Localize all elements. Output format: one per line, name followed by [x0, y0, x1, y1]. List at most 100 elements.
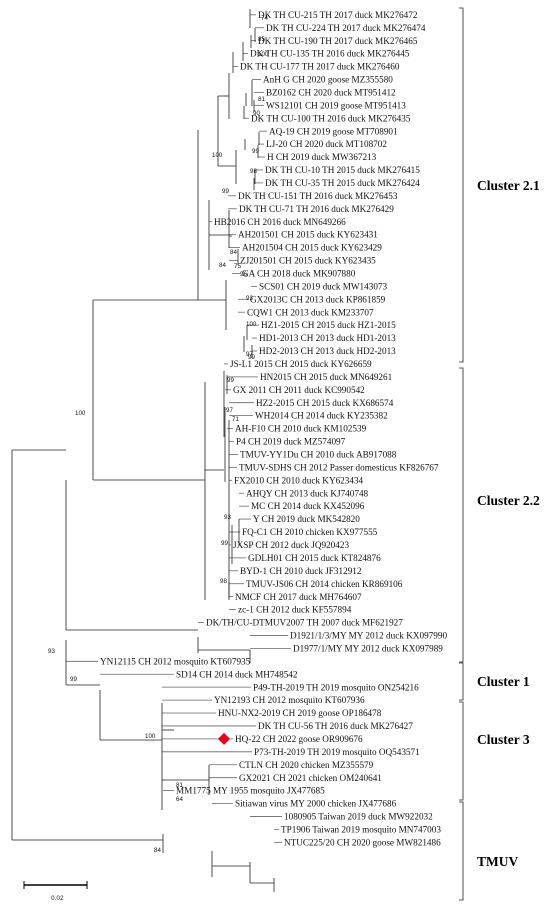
leaf-label: AH-F10 CH 2010 duck KM102539 — [235, 424, 367, 434]
leaf-label: HZ1-2015 CH 2015 duck HZ1-2015 — [261, 320, 396, 330]
leaf-label: DK TH CU-71 TH 2016 duck MK276429 — [239, 204, 394, 214]
leaf-label: zc-1 CH 2012 duck KF557894 — [238, 605, 352, 615]
leaf-label: SCS01 CH 2019 duck MW143073 — [259, 281, 388, 291]
leaf-label: DK TH CU-135 TH 2016 duck MK276445 — [250, 49, 410, 59]
leaf-label: HZ2-2015 CH 2015 duck KX686574 — [256, 398, 394, 408]
cluster-label: Cluster 3 — [477, 732, 530, 747]
leaf-label: MC CH 2014 duck KX452096 — [251, 501, 365, 511]
cluster-bracket — [459, 7, 464, 363]
leaf-label: TMUV-YY1Du CH 2010 duck AB917088 — [240, 450, 397, 460]
leaf-label: ZJ201501 CH 2015 duck KY623435 — [240, 256, 376, 266]
leaf-label: TP1906 Taiwan 2019 mosquito MN747003 — [281, 824, 441, 834]
leaf-label: D1921/1/3/MY MY 2012 duck KX097990 — [290, 631, 447, 641]
cluster-bracket — [459, 367, 464, 663]
cluster-label: Cluster 2.1 — [477, 178, 540, 193]
highlight-diamond-icon — [218, 732, 230, 745]
leaf-label: P4 CH 2019 duck MZ574097 — [236, 437, 346, 447]
leaf-label: LJ-20 CH 2020 duck MT108702 — [266, 139, 387, 149]
leaf-label: TMUV-SDHS CH 2012 Passer domesticus KF82… — [239, 462, 439, 472]
leaf-label: AnH G CH 2020 goose MZ355580 — [263, 75, 393, 85]
leaf-label: DK TH CU-151 TH 2016 duck MK276453 — [238, 191, 398, 201]
leaf-label: YN12115 CH 2012 mosquito KT607935 — [100, 656, 251, 666]
leaf-label: AQ-19 CH 2019 goose MT708901 — [269, 126, 398, 136]
leaf-label: DK TH CU-190 TH 2017 duck MK276465 — [258, 36, 418, 46]
leaf-label: GA CH 2018 duck MK907880 — [242, 269, 356, 279]
leaf-label: BZ0162 CH 2020 duck MT951412 — [266, 87, 396, 97]
bootstrap-value: 93 — [224, 514, 231, 521]
bootstrap-value: 64 — [176, 796, 183, 803]
leaf-label: HN2015 CH 2015 duck MN649261 — [260, 372, 393, 382]
bootstrap-value: 100 — [246, 321, 257, 328]
leaf-label: TMUV-JS06 CH 2014 chicken KR869106 — [246, 579, 403, 589]
bootstrap-value: 100 — [212, 152, 223, 159]
leaf-label: AHQY CH 2013 duck KJ740748 — [246, 488, 369, 498]
leaf-label: DK TH CU-100 TH 2016 duck MK276435 — [251, 113, 411, 123]
bootstrap-value: 99 — [222, 188, 229, 195]
bootstrap-value: 100 — [145, 733, 156, 740]
leaf-label: BYD-1 CH 2010 duck JF312912 — [240, 566, 362, 576]
bootstrap-value: 99 — [252, 148, 259, 155]
leaf-label: MM1775 MY 1955 mosquito JX477685 — [176, 786, 325, 796]
leaf-label: GX2013C CH 2013 duck KP861859 — [250, 294, 386, 304]
cluster-bracket — [459, 662, 464, 701]
leaf-label: DK/TH/CU-DTMUV2007 TH 2007 duck MF621927 — [206, 618, 403, 628]
scale-bar-label: 0.02 — [51, 895, 64, 902]
bootstrap-value: 84 — [230, 249, 237, 256]
leaf-label: WH2014 CH 2014 duck KY235382 — [255, 411, 388, 421]
cluster-bracket — [459, 801, 464, 901]
leaf-label: CTLN CH 2020 chicken MZ355579 — [239, 760, 374, 770]
leaf-label: 1080905 Taiwan 2019 duck MW922032 — [284, 812, 433, 822]
bootstrap-value: 97 — [226, 407, 233, 414]
leaf-label: YN12193 CH 2012 mosquito KT607936 — [214, 695, 365, 705]
leaf-label: GX2021 CH 2021 chicken OM240641 — [239, 773, 382, 783]
leaf-label: FQ-C1 CH 2010 chicken KX977555 — [242, 527, 378, 537]
cluster-label: Cluster 2.2 — [477, 493, 540, 508]
cluster-label: Cluster 1 — [477, 674, 530, 689]
leaf-label: DK TH CU-224 TH 2017 duck MK276474 — [266, 23, 426, 33]
leaf-label: H CH 2019 duck MW367213 — [267, 152, 377, 162]
bootstrap-value: 75 — [234, 263, 241, 270]
bootstrap-value: 96 — [240, 271, 247, 278]
bootstrap-value: 97 — [246, 351, 253, 358]
leaf-label: HNU-NX2-2019 CH 2019 goose OP186478 — [218, 708, 382, 718]
bootstrap-value: 99 — [248, 354, 255, 361]
bootstrap-value: 74 — [261, 15, 268, 22]
bootstrap-value: 98 — [250, 168, 257, 175]
bootstrap-value: 100 — [258, 51, 269, 58]
leaf-label: GX 2011 CH 2011 duck KC990542 — [233, 385, 365, 395]
leaf-label: WS12101 CH 2019 goose MT951413 — [266, 100, 406, 110]
leaf-label: P49-TH-2019 TH 2019 mosquito ON254216 — [253, 682, 419, 692]
leaf-label: DK TH CU-35 TH 2015 duck MK276424 — [265, 178, 420, 188]
bootstrap-value: 93 — [246, 295, 253, 302]
leaf-label: FX2010 CH 2010 duck KY623434 — [234, 475, 364, 485]
leaf-label: DK TH CU-215 TH 2017 duck MK276472 — [258, 10, 418, 20]
bootstrap-value: 100 — [75, 410, 86, 417]
bootstrap-value: 93 — [48, 648, 55, 655]
leaf-label: P73-TH-2019 TH 2019 mosquito OQ543571 — [254, 747, 420, 757]
leaf-label: JS-L1 2015 CH 2015 duck KY626659 — [230, 359, 372, 369]
leaf-label: Y CH 2019 duck MK542820 — [253, 514, 360, 524]
leaf-label: Sitiawan virus MY 2000 chicken JX477686 — [235, 799, 397, 809]
bootstrap-value: 99 — [70, 676, 77, 683]
leaf-label: HD2-2013 CH 2013 duck HD2-2013 — [259, 346, 396, 356]
leaf-label: NTUC225/20 CH 2020 goose MW821486 — [284, 837, 441, 847]
bootstrap-value: 85 — [258, 36, 265, 43]
bootstrap-value: 71 — [232, 416, 239, 423]
leaf-label: CQW1 CH 2013 duck KM233707 — [247, 307, 374, 317]
leaf-label: GDLH01 CH 2015 duck KT824876 — [248, 553, 381, 563]
leaf-label: SD14 CH 2014 duck MH748542 — [176, 669, 298, 679]
leaf-label: HB2016 CH 2016 duck MN649266 — [214, 217, 346, 227]
leaf-label: HQ-22 CH 2022 goose OR909676 — [235, 734, 363, 744]
leaf-label: DK TH CU-177 TH 2017 duck MK276460 — [240, 62, 400, 72]
bootstrap-value: 99 — [221, 540, 228, 547]
leaf-label: AH201501 CH 2015 duck KY623431 — [238, 230, 378, 240]
leaf-label: D1977/1/MY MY 2012 duck KX097989 — [293, 643, 443, 653]
leaf-label: NMCF CH 2017 duck MH764607 — [235, 592, 362, 602]
leaf-label: AH201504 CH 2015 duck KY623429 — [242, 243, 382, 253]
bootstrap-value: 90 — [253, 110, 260, 117]
bootstrap-value: 99 — [227, 377, 234, 384]
leaf-label: DK TH CU-10 TH 2015 duck MK276415 — [265, 165, 420, 175]
leaf-label: DK TH CU-56 TH 2016 duck MK276427 — [258, 721, 413, 731]
